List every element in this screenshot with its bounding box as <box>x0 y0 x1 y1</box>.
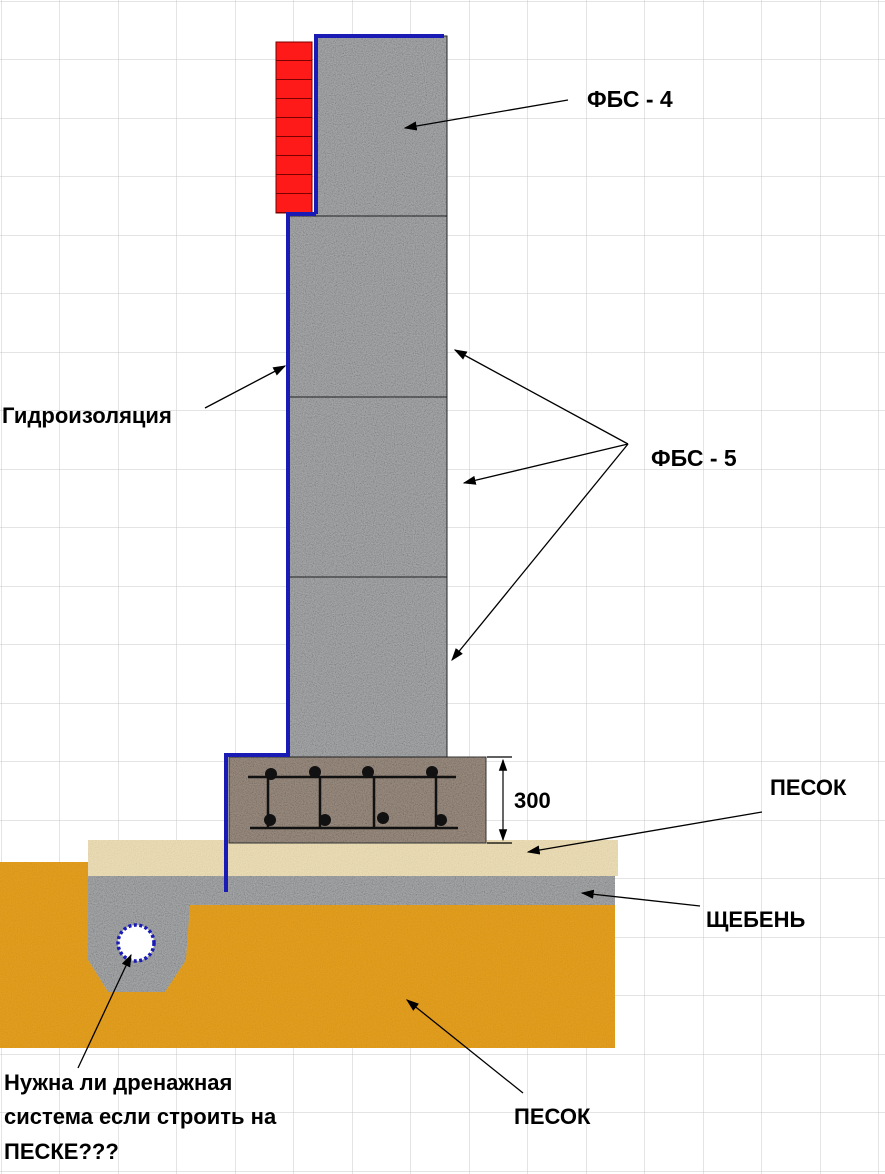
dimension-300 <box>487 756 512 844</box>
label-sand-bottom: ПЕСОК <box>514 1104 591 1129</box>
arrow-question <box>77 953 132 1069</box>
waterproofing-line <box>224 34 444 892</box>
arrow-fbs5-c <box>451 443 629 662</box>
arrow-sand-top <box>526 811 763 855</box>
fbs4-block <box>315 36 447 216</box>
gravel-layer <box>88 875 615 992</box>
question-line-2: система если строить на <box>4 1104 277 1129</box>
fbs5-block-1 <box>289 216 447 397</box>
fbs5-block-2 <box>289 397 447 577</box>
drain-pipe <box>116 923 156 963</box>
arrow-waterproofing <box>204 365 287 409</box>
arrow-sand-bottom <box>405 999 524 1094</box>
arrow-gravel <box>580 889 701 907</box>
label-dimension-300: 300 <box>514 788 551 813</box>
label-fbs5: ФБС - 5 <box>651 445 737 471</box>
label-gravel: ЩЕБЕНЬ <box>706 907 805 932</box>
label-sand-top: ПЕСОК <box>770 775 847 800</box>
leader-arrows <box>77 99 763 1094</box>
label-fbs4: ФБС - 4 <box>587 86 673 112</box>
label-waterproofing: Гидроизоляция <box>2 403 172 428</box>
fbs5-block-3 <box>289 577 447 757</box>
brick-facing <box>275 41 313 214</box>
rebar-dots <box>264 766 447 826</box>
question-line-3: ПЕСКЕ??? <box>4 1139 119 1164</box>
question-line-1: Нужна ли дренажная <box>4 1070 232 1095</box>
arrow-fbs5-b <box>462 443 629 485</box>
arrow-fbs5-a <box>453 349 629 445</box>
arrow-fbs4 <box>403 99 569 131</box>
sand-layer <box>88 840 618 876</box>
